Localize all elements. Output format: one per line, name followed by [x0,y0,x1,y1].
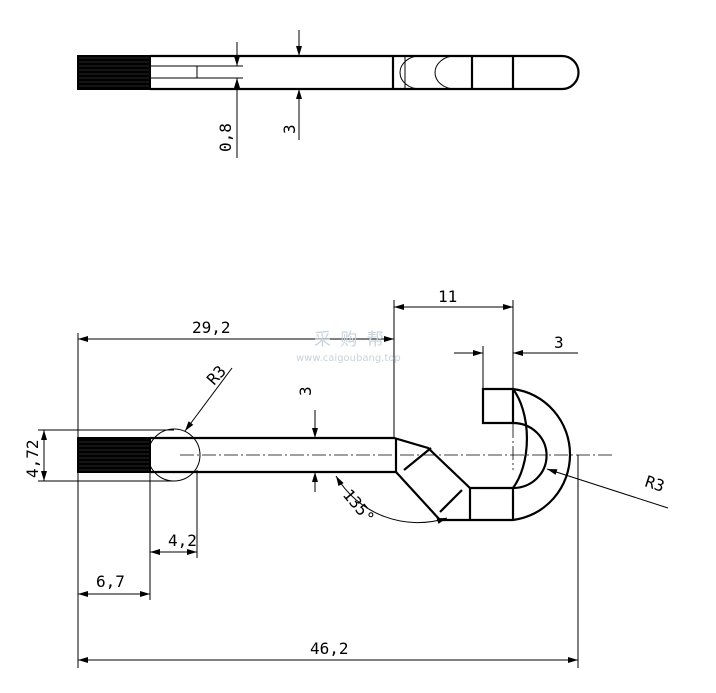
hook-thickness-label: 3 [554,333,564,352]
thread-length-label: 6,7 [96,572,125,591]
watermark: 采 购 帮 www.caigoubang.top [296,330,401,364]
front-thread-section [77,437,151,473]
hook-offset-label: 11 [438,287,457,306]
hook-radius-label: R3 [643,472,667,496]
top-slot-width-label: 0,8 [216,123,235,152]
front-view: 11 3 29,2 3 R3 4,72 135° 4,2 6,7 [23,287,669,668]
head-diameter-label: 4,72 [23,439,42,478]
watermark-url: www.caigoubang.top [296,353,401,364]
hook-radius-leader [546,468,669,509]
top-thread-section [77,55,151,90]
rod-diameter-label: 3 [296,386,315,396]
top-view: 0,8 3 [77,30,580,158]
head-radius-label: R3 [203,362,230,389]
head-length-label: 4,2 [168,531,197,550]
top-rod-diameter-label: 3 [280,124,299,134]
front-bend-line-2 [439,489,463,513]
length-to-bend-label: 29,2 [192,318,231,337]
front-bend-line-1 [403,447,432,471]
front-rod-lower [150,387,572,522]
angle-arc [335,475,448,524]
top-rod-outline [150,54,580,91]
front-rod [150,387,548,490]
top-slot [149,65,198,79]
top-bend-arc-1 [399,55,421,90]
top-bend-arc-2 [434,55,456,90]
overall-length-label: 46,2 [310,639,349,658]
watermark-chinese: 采 购 帮 [314,330,386,350]
angle-label: 135° [339,485,378,527]
head-radius-leader [184,367,233,432]
